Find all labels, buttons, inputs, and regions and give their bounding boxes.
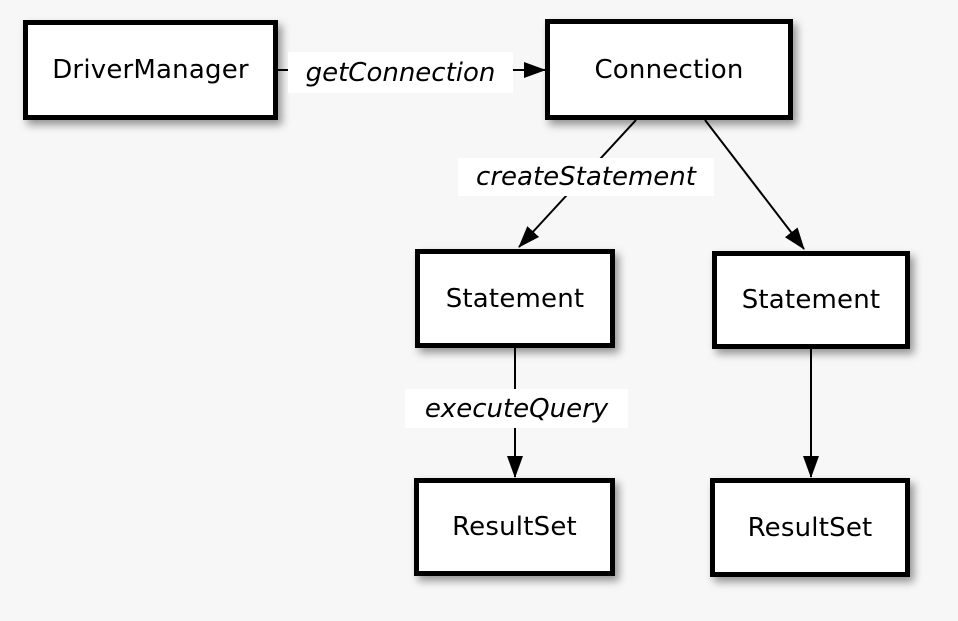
- edge-label-getconnection: getConnection: [288, 52, 513, 93]
- edge-label-createstatement: createStatement: [458, 158, 714, 196]
- node-connection: Connection: [545, 19, 793, 120]
- edge-label-executequery: executeQuery: [405, 389, 628, 428]
- edge-connection-statement-right-line: [704, 119, 805, 250]
- node-resultset-left: ResultSet: [414, 478, 615, 576]
- node-resultset-right: ResultSet: [710, 478, 910, 577]
- node-statement-left: Statement: [415, 249, 615, 348]
- node-drivermanager: DriverManager: [23, 20, 278, 120]
- node-statement-right: Statement: [712, 251, 910, 349]
